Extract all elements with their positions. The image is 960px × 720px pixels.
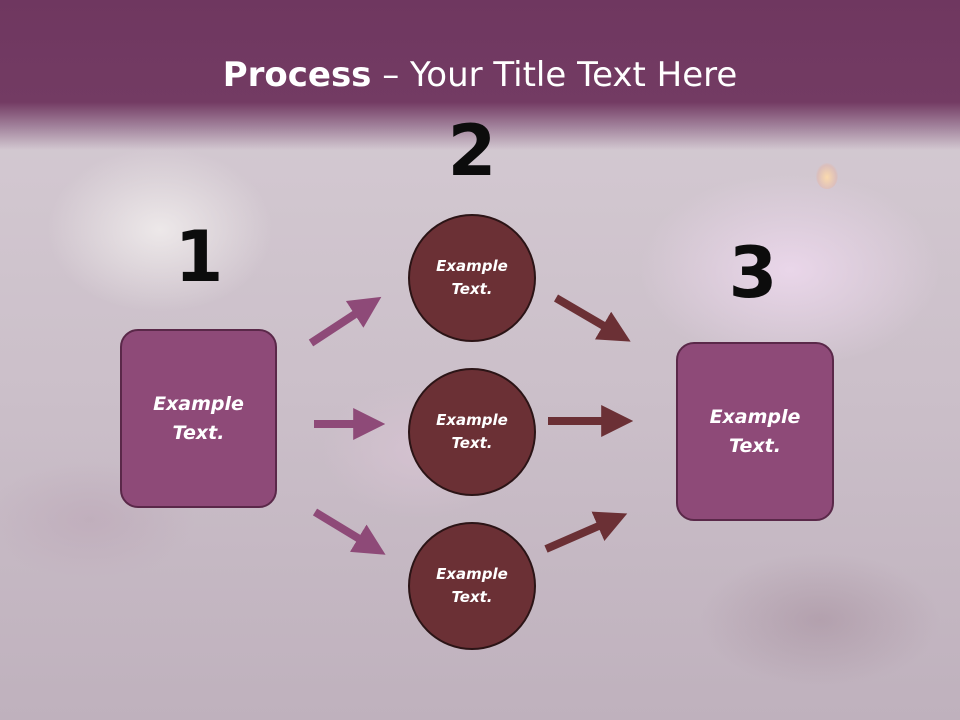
arrow-box1-to-bottom	[312, 508, 386, 555]
step-number-3: 3	[728, 232, 778, 314]
step-2-circle-top[interactable]: Example Text.	[408, 214, 536, 342]
step-3-label: Example Text.	[709, 405, 801, 457]
arrow-bottom-to-box3	[544, 511, 628, 553]
slide-title: Process – Your Title Text Here	[0, 54, 960, 96]
step-3-box[interactable]: Example Text.	[676, 342, 834, 521]
arrow-box1-to-top	[308, 296, 382, 347]
title-bar: Process – Your Title Text Here	[0, 0, 960, 150]
step-1-box[interactable]: Example Text.	[120, 329, 277, 508]
candle-flame	[816, 163, 838, 189]
step-number-2: 2	[447, 110, 497, 192]
circle-middle-label: Example Text.	[436, 411, 508, 452]
arrow-top-to-box3	[553, 294, 631, 342]
title-rest: – Your Title Text Here	[371, 55, 738, 95]
circle-bottom-label: Example Text.	[436, 565, 508, 606]
step-1-label: Example Text.	[153, 392, 244, 444]
step-2-circle-bottom[interactable]: Example Text.	[408, 522, 536, 650]
title-strong: Process	[222, 55, 372, 95]
step-2-circle-middle[interactable]: Example Text.	[408, 368, 536, 496]
step-number-1: 1	[174, 216, 224, 298]
circle-top-label: Example Text.	[436, 257, 508, 298]
